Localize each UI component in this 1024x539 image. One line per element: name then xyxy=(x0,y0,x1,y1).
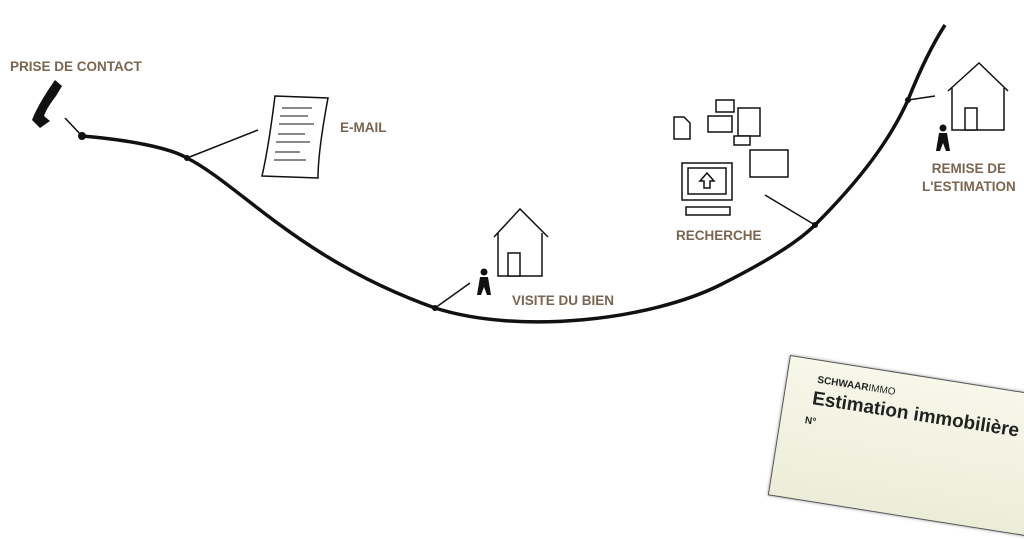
house-icon xyxy=(493,207,549,277)
number-label: N° xyxy=(804,415,817,428)
person-icon xyxy=(936,124,950,151)
document-icon xyxy=(261,95,329,179)
label-recherche: RECHERCHE xyxy=(676,228,762,243)
connector-delivery xyxy=(905,95,936,103)
label-prise-de-contact: PRISE DE CONTACT xyxy=(10,59,142,74)
person-icon xyxy=(477,268,491,295)
label-remise-estimation: REMISE DE L'ESTIMATION xyxy=(922,160,1016,196)
label-email: E-MAIL xyxy=(340,120,387,135)
connector-contact xyxy=(64,117,86,140)
connector-visit xyxy=(432,282,471,311)
journey-diagram xyxy=(32,24,1009,324)
card-title: Estimation immobilière xyxy=(810,388,1021,442)
phone-icon xyxy=(32,80,62,128)
label-line-2: L'ESTIMATION xyxy=(922,179,1016,194)
journey-curve xyxy=(81,24,947,324)
connector-research xyxy=(764,194,818,228)
label-visite-du-bien: VISITE DU BIEN xyxy=(512,293,615,308)
connector-email xyxy=(184,129,259,161)
label-line-1: REMISE DE xyxy=(931,161,1006,176)
house-icon xyxy=(947,61,1009,131)
computer-icon xyxy=(673,99,789,216)
